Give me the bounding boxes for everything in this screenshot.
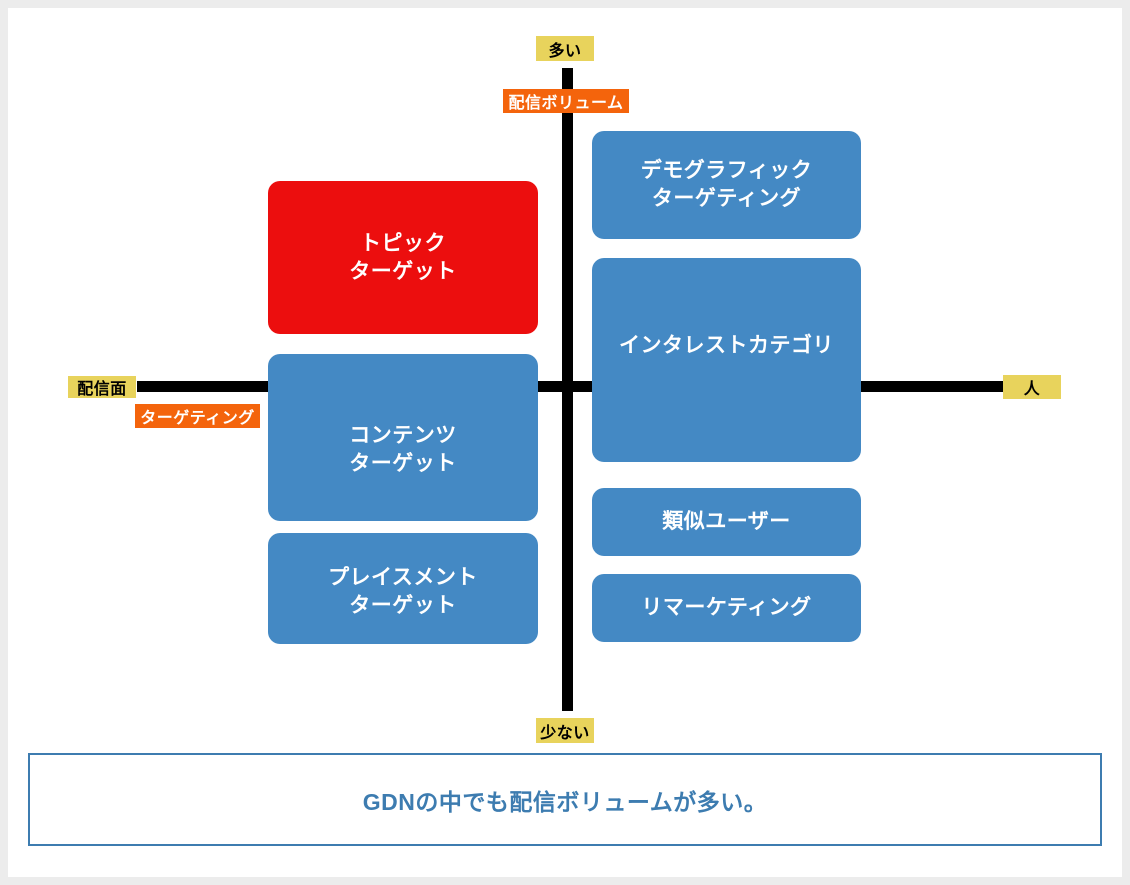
item-label-demographic-targeting: デモグラフィック ターゲティング (640, 159, 813, 210)
item-box-interest-category[interactable]: インタレストカテゴリ (592, 258, 861, 462)
axis-name-targeting: ターゲティング (135, 404, 260, 428)
item-label-similar-users: 類似ユーザー (662, 510, 791, 534)
caption-text: GDNの中でも配信ボリュームが多い。 (362, 788, 768, 815)
item-box-demographic-targeting[interactable]: デモグラフィック ターゲティング (592, 131, 861, 239)
item-label-content-target: コンテンツ ターゲット (349, 423, 457, 475)
axis-label-volume-high: 多い (536, 36, 594, 61)
item-box-placement-target[interactable]: プレイスメント ターゲット (268, 533, 538, 644)
axis-label-placement-side: 配信面 (68, 376, 136, 398)
item-label-topic-target: トピック ターゲット (349, 231, 457, 283)
item-box-topic-target[interactable]: トピック ターゲット (268, 181, 538, 334)
diagram-canvas: 多い 配信ボリューム 少ない 配信面 ターゲティング 人 トピック ターゲット … (8, 8, 1122, 877)
item-label-placement-target: プレイスメント ターゲット (328, 565, 478, 617)
axis-label-person-side: 人 (1003, 375, 1061, 399)
caption-box: GDNの中でも配信ボリュームが多い。 (28, 753, 1102, 846)
item-box-remarketing[interactable]: リマーケティング (592, 574, 861, 642)
axis-label-volume-low: 少ない (536, 718, 594, 743)
item-box-content-target[interactable]: コンテンツ ターゲット (268, 354, 538, 521)
axis-name-volume: 配信ボリューム (503, 89, 629, 113)
item-label-remarketing: リマーケティング (641, 596, 812, 620)
horizontal-axis-line (137, 381, 1006, 392)
item-label-interest-category: インタレストカテゴリ (619, 334, 834, 358)
item-box-similar-users[interactable]: 類似ユーザー (592, 488, 861, 556)
